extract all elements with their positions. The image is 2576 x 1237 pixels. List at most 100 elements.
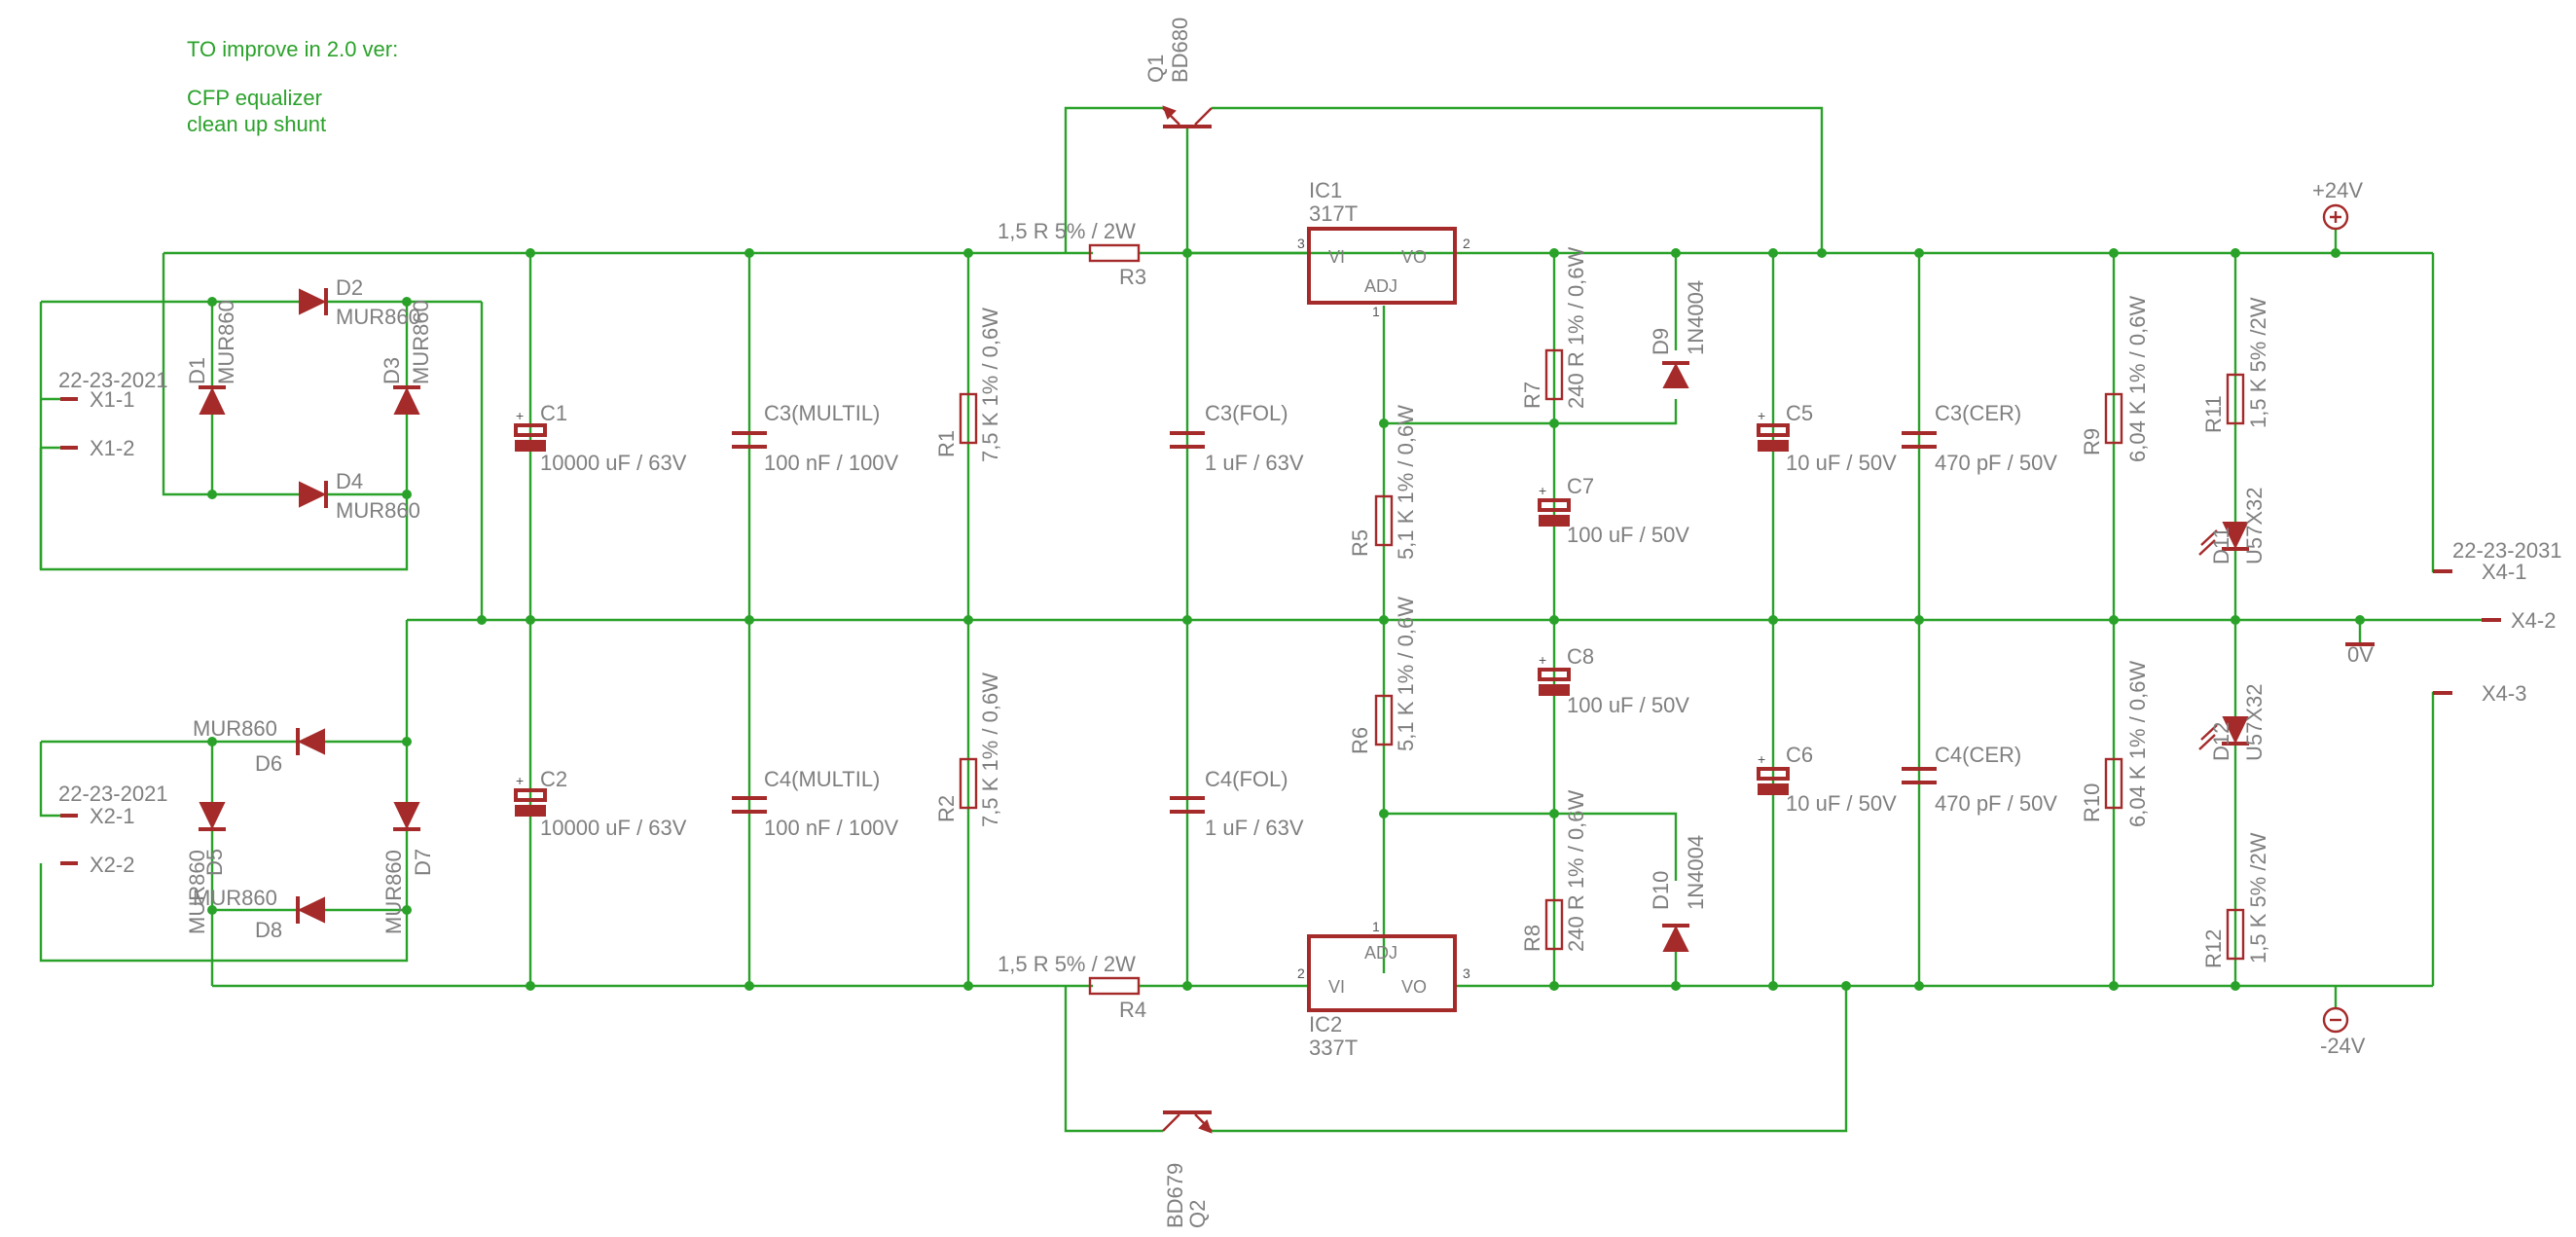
cap-c3f-name: C3(FOL) (1205, 401, 1288, 425)
cap-c3c-name: C3(CER) (1935, 401, 2021, 425)
connector-x2: 22-23-2021 X2-1 X2-2 (58, 782, 168, 877)
ic2-pinnum-vi: 2 (1297, 965, 1305, 981)
cap-c4f-name: C4(FOL) (1205, 767, 1288, 791)
led-d11: D11 U57X32 (2198, 487, 2267, 564)
cap-c6-name: C6 (1786, 743, 1813, 767)
led-d12-value: U57X32 (2242, 683, 2267, 761)
res-r7: R7 240 R 1% / 0,6W (1520, 246, 1588, 409)
rail-pos: +24V (2312, 178, 2363, 231)
cap-c2-name: C2 (540, 767, 567, 791)
cap-c4m-value: 100 nF / 100V (764, 816, 899, 840)
res-r6: R6 5,1 K 1% / 0,6W (1348, 597, 1418, 754)
cap-c7: + C7 100 uF / 50V (1538, 474, 1689, 547)
ic2-pinnum-adj: 1 (1372, 919, 1380, 934)
diode-d7-value: MUR860 (381, 850, 406, 934)
connector-x4-pin2: X4-2 (2511, 608, 2556, 633)
ic1-pinnum-vo: 2 (1463, 236, 1470, 251)
junctions (207, 248, 2365, 991)
res-r12-name: R12 (2201, 929, 2226, 968)
led-d11-name: D11 (2209, 527, 2233, 564)
svg-text:+: + (1539, 483, 1546, 498)
diode-d5-name: D5 (202, 849, 227, 876)
led-d11-value: U57X32 (2242, 487, 2267, 564)
diode-d9-name: D9 (1649, 328, 1673, 355)
res-r11: R11 1,5 K 5% /2W (2201, 297, 2270, 433)
rail-gnd: 0V (2345, 642, 2375, 667)
diode-d4: D4 MUR860 (299, 469, 420, 523)
ic2-pin-vo: VO (1401, 977, 1427, 997)
res-r2-name: R2 (934, 795, 959, 822)
cap-c3-fol: C3(FOL) 1 uF / 63V (1170, 401, 1304, 475)
transistor-q2: Q2 BD679 (1162, 1110, 1213, 1228)
connector-x1-pin1: X1-1 (90, 387, 134, 412)
diode-d9-value: 1N4004 (1684, 280, 1708, 355)
cap-c3m-name: C3(MULTIL) (764, 401, 880, 425)
cap-c1: + C1 10000 uF / 63V (514, 401, 687, 475)
cap-c3c-value: 470 pF / 50V (1935, 451, 2057, 475)
led-d12-name: D12 (2209, 722, 2233, 761)
cap-c6-value: 10 uF / 50V (1786, 791, 1897, 816)
res-r6-value: 5,1 K 1% / 0,6W (1394, 597, 1418, 751)
cap-c4c-value: 470 pF / 50V (1935, 791, 2057, 816)
transistor-q2-value: BD679 (1163, 1163, 1187, 1228)
cap-c4-cer: C4(CER) 470 pF / 50V (1902, 743, 2057, 816)
cap-c4f-value: 1 uF / 63V (1205, 816, 1304, 840)
diode-d8: D8 MUR860 (193, 886, 325, 942)
res-r5-name: R5 (1348, 529, 1372, 557)
led-d12: D12 U57X32 (2198, 683, 2267, 761)
res-r5-value: 5,1 K 1% / 0,6W (1394, 405, 1418, 560)
cap-c4-fol: C4(FOL) 1 uF / 63V (1170, 767, 1304, 840)
ic2-name: IC2 (1309, 1012, 1342, 1037)
ic1-lm317: VI VO ADJ 3 2 1 IC1 317T (1297, 178, 1470, 319)
diode-d5: D5 MUR860 (185, 802, 227, 934)
res-r1-value: 7,5 K 1% / 0,6W (978, 308, 1002, 462)
cap-c1-name: C1 (540, 401, 567, 425)
diode-d2: D2 MUR860 (299, 275, 420, 329)
cap-c2: + C2 10000 uF / 63V (514, 767, 687, 840)
transistor-q1-value: BD680 (1168, 18, 1192, 83)
res-r12-value: 1,5 K 5% /2W (2246, 832, 2270, 964)
diode-d1-value: MUR860 (214, 300, 238, 384)
res-r8: R8 240 R 1% / 0,6W (1520, 789, 1588, 952)
diode-d4-value: MUR860 (336, 498, 420, 523)
res-r9: R9 6,04 K 1% / 0,6W (2080, 296, 2150, 462)
res-r4: 1,5 R 5% / 2W R4 (998, 952, 1146, 1022)
ic1-pin-adj: ADJ (1364, 276, 1397, 296)
res-r12: R12 1,5 K 5% /2W (2201, 832, 2270, 968)
res-r3-name: R3 (1119, 265, 1146, 289)
res-r5: R5 5,1 K 1% / 0,6W (1348, 405, 1418, 560)
cap-c2-value: 10000 uF / 63V (540, 816, 687, 840)
svg-text:+: + (516, 773, 524, 788)
diode-d2-name: D2 (336, 275, 363, 300)
res-r2: R2 7,5 K 1% / 0,6W (934, 673, 1002, 827)
cap-c8: + C8 100 uF / 50V (1538, 644, 1689, 717)
res-r4-value: 1,5 R 5% / 2W (998, 952, 1136, 976)
diode-d6-name: D6 (255, 751, 282, 776)
connector-x1-part: 22-23-2021 (58, 368, 168, 392)
res-r9-name: R9 (2080, 428, 2104, 455)
note-line-2: clean up shunt (187, 112, 326, 136)
diode-d1: D1 MUR860 (185, 300, 238, 415)
res-r9-value: 6,04 K 1% / 0,6W (2125, 296, 2150, 462)
connector-x2-pin2: X2-2 (90, 853, 134, 877)
res-r10-name: R10 (2080, 783, 2104, 822)
res-r1: R1 7,5 K 1% / 0,6W (934, 308, 1002, 462)
res-r6-name: R6 (1348, 727, 1372, 754)
diode-d5-value: MUR860 (185, 850, 209, 934)
rail-gnd-label: 0V (2347, 642, 2374, 667)
svg-text:+: + (1539, 652, 1546, 668)
diode-d6: D6 MUR860 (193, 716, 325, 776)
connector-x4: 22-23-2031 X4-1 X4-2 X4-3 (2433, 538, 2562, 706)
ic2-pin-adj: ADJ (1364, 943, 1397, 963)
res-r3-value: 1,5 R 5% / 2W (998, 219, 1136, 243)
diode-d8-name: D8 (255, 918, 282, 942)
res-r4-name: R4 (1119, 998, 1146, 1022)
cap-c8-name: C8 (1567, 644, 1594, 669)
cap-c3f-value: 1 uF / 63V (1205, 451, 1304, 475)
diode-d3-value: MUR860 (409, 300, 433, 384)
connector-x4-pin1: X4-1 (2482, 560, 2526, 584)
rail-neg: -24V (2320, 1006, 2366, 1058)
ic2-pin-vi: VI (1328, 977, 1345, 997)
cap-c3-cer: C3(CER) 470 pF / 50V (1902, 401, 2057, 475)
